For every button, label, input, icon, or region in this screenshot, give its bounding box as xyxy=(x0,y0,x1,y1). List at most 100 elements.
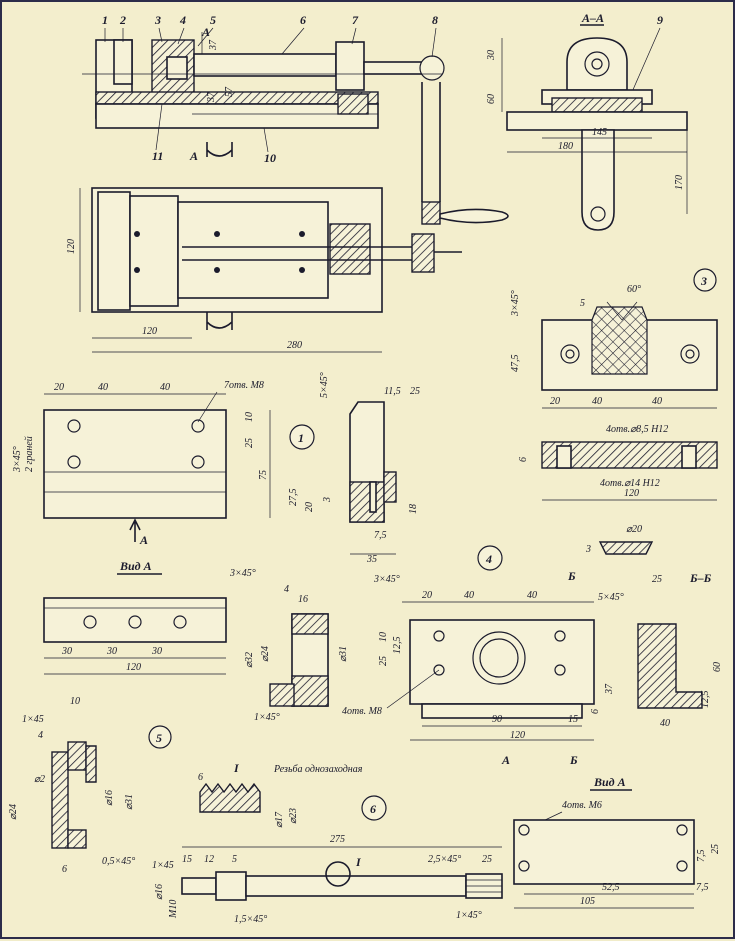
callout-4: 4 xyxy=(179,13,186,27)
view-a2-d25: 25 xyxy=(710,844,721,854)
part6-d12: 12 xyxy=(204,854,214,865)
part4-holes: 4отв. М8 xyxy=(342,706,382,717)
thread-d17: ⌀17 xyxy=(274,811,285,828)
section-arrow-a: А xyxy=(189,149,198,163)
part5-d31: ⌀31 xyxy=(124,794,135,810)
part-4-drawing: 3×45° 20 40 40 Б 10 25 12,5 37 6 4отв. М… xyxy=(342,569,723,767)
part3-chamfer: 3×45° xyxy=(510,290,521,317)
part-5-drawing: 5 10 1×45 4 ⌀2 ⌀24 ⌀16 ⌀31 6 0,5×45° xyxy=(8,696,172,875)
part6-d275: 275 xyxy=(330,834,345,845)
part1-side-chamfer: 5×45° xyxy=(319,372,330,398)
part6-ch2: 2,5×45° xyxy=(428,854,461,865)
view-a2-d105: 105 xyxy=(580,896,595,907)
part5-d10: 10 xyxy=(70,696,80,707)
part6-d16: ⌀16 xyxy=(154,884,165,900)
callout-8: 8 xyxy=(432,13,438,27)
aa-dim-170: 170 xyxy=(674,175,685,190)
part4-d6: 6 xyxy=(590,709,601,714)
part6-label-i: I xyxy=(355,855,362,869)
part4-d40b: 40 xyxy=(527,590,537,601)
part5-d24: ⌀24 xyxy=(8,804,19,820)
part4-d60: 60 xyxy=(712,662,723,672)
part6-d15: 15 xyxy=(182,854,192,865)
part6-d25: 25 xyxy=(482,854,492,865)
section-aa-title: А–А xyxy=(581,11,604,25)
part1-arrow-a: А xyxy=(139,533,148,547)
part1-d35: 35 xyxy=(366,554,377,565)
thread-text: Резьба однозаходная xyxy=(273,764,363,775)
part4-d37: 37 xyxy=(604,683,615,695)
part4-d90: 90 xyxy=(492,714,502,725)
part4-chamfer: 3×45° xyxy=(373,574,400,585)
part5-d16: ⌀16 xyxy=(104,790,115,806)
part3-d120: 120 xyxy=(624,488,639,499)
top-dim-120v: 120 xyxy=(66,239,77,254)
part1-view-a-title: Вид А xyxy=(119,559,152,573)
ring-d4: 4 xyxy=(284,584,289,595)
part5-d6: 6 xyxy=(62,864,67,875)
view-a2-d7-5: 7,5 xyxy=(696,850,707,863)
part6-ch4: 1×45° xyxy=(456,910,482,921)
assembly-front-view: 37 57 37 xyxy=(82,32,445,157)
part-number-3: 3 xyxy=(700,274,707,288)
part1-d40b: 40 xyxy=(160,382,170,393)
part1-d11-5: 11,5 xyxy=(384,386,401,397)
section-arrow-a-top: А xyxy=(201,25,210,39)
ring-d16: 16 xyxy=(298,594,308,605)
callout-9: 9 xyxy=(657,13,663,27)
part3-d47-5: 47,5 xyxy=(510,355,521,373)
part6-d5: 5 xyxy=(232,854,237,865)
part1-d27-5: 27,5 xyxy=(288,489,299,507)
callout-5: 5 xyxy=(210,13,216,27)
part6-ch1: 1×45 xyxy=(152,860,174,871)
aa-dim-30: 30 xyxy=(486,50,497,61)
part5-d4: 4 xyxy=(38,730,43,741)
part-6-drawing: 275 15 12 5 1×45 I 2,5×45° 25 ⌀16 М10 1,… xyxy=(152,834,503,925)
part-ring-drawing: 4 4 16 ⌀32 ⌀24 ⌀31 1×45° xyxy=(244,545,503,723)
thread-detail: 6 I Резьба однозаходная ⌀17 ⌀23 6 xyxy=(198,761,387,828)
part3-d20dia: ⌀20 xyxy=(626,524,642,535)
callout-10: 10 xyxy=(264,151,276,165)
part4-d20: 20 xyxy=(422,590,432,601)
part-number-6: 6 xyxy=(370,802,376,816)
callout-labels: 1 2 3 4 5 6 7 8 9 10 11 А А xyxy=(102,13,663,165)
part3-d3: 3 xyxy=(585,544,591,555)
part4-d25b: 25 xyxy=(652,574,662,585)
part-view-a-drawing: Вид А 4отв. М6 7,5 25 52,5 7,5 105 xyxy=(513,775,721,909)
callout-7: 7 xyxy=(352,13,359,27)
part1-d30b: 30 xyxy=(106,646,117,657)
part1-d120: 120 xyxy=(126,662,141,673)
part4-d40a: 40 xyxy=(464,590,474,601)
callout-3: 3 xyxy=(154,13,161,27)
part1-view-chamfer: 3×45° xyxy=(229,568,256,579)
part4-cut-chamfer: 5×45° xyxy=(598,592,624,603)
assembly-dim-37b: 37 xyxy=(206,91,217,103)
part4-d25: 25 xyxy=(378,656,389,666)
section-a-a-view: А–А 30 60 145 180 170 xyxy=(486,11,688,231)
part1-faces: 2 граней xyxy=(24,436,35,472)
part1-d75: 75 xyxy=(258,470,269,480)
part4-arrow-b: Б xyxy=(569,753,578,767)
part3-d40a: 40 xyxy=(592,396,602,407)
part-1-drawing: 20 40 40 7отв. М8 3×45° 2 граней 10 25 7… xyxy=(12,372,420,675)
part-number-4: 4 xyxy=(485,552,492,566)
part1-d30a: 30 xyxy=(61,646,72,657)
callout-1: 1 xyxy=(102,13,108,27)
part3-d5: 5 xyxy=(580,298,585,309)
aa-dim-180: 180 xyxy=(558,141,573,152)
part1-d18: 18 xyxy=(408,504,419,514)
view-a2-d7-5b: 7,5 xyxy=(696,882,709,893)
part3-d40b: 40 xyxy=(652,396,662,407)
top-dim-120h: 120 xyxy=(142,326,157,337)
part3-holes-bot: 4отв.⌀14 Н12 xyxy=(600,478,660,489)
part3-d6: 6 xyxy=(518,457,529,462)
callout-2: 2 xyxy=(119,13,126,27)
assembly-dim-37: 37 xyxy=(208,39,219,51)
part3-d20: 20 xyxy=(550,396,560,407)
view-a2-title: Вид А xyxy=(593,775,626,789)
part4-d10: 10 xyxy=(378,632,389,642)
part1-d20: 20 xyxy=(54,382,64,393)
part1-d25b: 25 xyxy=(410,386,420,397)
